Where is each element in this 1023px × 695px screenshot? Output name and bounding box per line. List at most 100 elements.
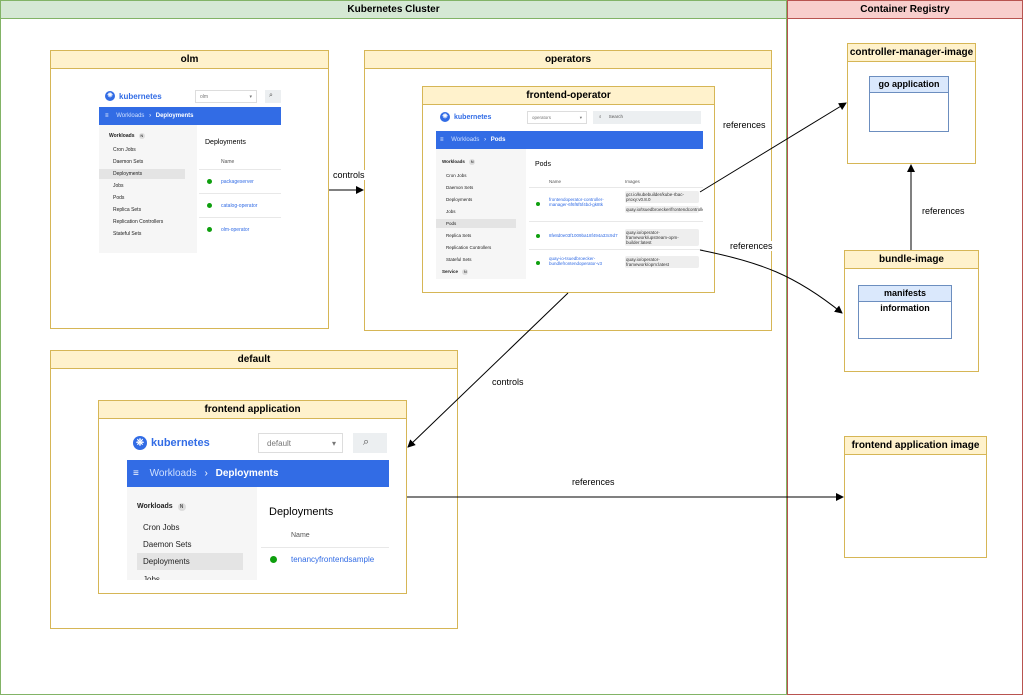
- main-panel: Pods Name Images frontendoperator-contro…: [529, 155, 703, 279]
- namespace-badge: N: [177, 503, 186, 511]
- image-chip: quay.io/tsuedbroecker/frontendcontroller…: [625, 206, 703, 213]
- frontend-application-screenshot: ⎈ kubernetes default ▾ ⌕ ≡ Workloads › D…: [127, 428, 389, 580]
- table-row: quay-io-tsuedbroecker-bundlefrontendoper…: [529, 249, 703, 276]
- nav-bar: ≡ Workloads › Pods: [436, 131, 703, 149]
- ref-frontend-label: references: [572, 477, 615, 487]
- sidebar-item-stateful-sets[interactable]: Stateful Sets: [113, 231, 142, 237]
- image-chip: quay.io/operator-framework/opm:latest: [625, 256, 699, 268]
- column-name: Name: [291, 532, 310, 539]
- frontend-application-image-title: frontend application image: [845, 437, 986, 455]
- sidebar-item-deployments[interactable]: Deployments: [99, 169, 185, 179]
- column-name: Name: [221, 159, 235, 165]
- nav-bar: ≡ Workloads › Deployments: [99, 107, 281, 125]
- ref-bundle-up-label: references: [922, 206, 965, 216]
- status-dot: [207, 227, 212, 232]
- sidebar-item-deployments[interactable]: Deployments: [446, 197, 473, 202]
- sidebar-item-jobs[interactable]: Jobs: [446, 209, 456, 214]
- sidebar-item-cron-jobs[interactable]: Cron Jobs: [446, 173, 467, 178]
- chevron-down-icon: ▾: [579, 115, 582, 120]
- kubernetes-wheel-icon: ⎈: [440, 112, 450, 122]
- search-icon[interactable]: ⌕: [353, 433, 387, 453]
- sidebar-header-service[interactable]: Service N: [436, 269, 526, 275]
- kubernetes-logo: ⎈ kubernetes: [105, 91, 162, 101]
- breadcrumb-workloads[interactable]: Workloads: [116, 113, 145, 119]
- sidebar-item-replica-sets[interactable]: Replica Sets: [446, 233, 472, 238]
- sidebar-item-pods[interactable]: Pods: [113, 195, 125, 201]
- kubernetes-wheel-icon: ⎈: [133, 436, 147, 450]
- row-link[interactable]: frontendoperator-controller-manager-6f6f…: [549, 197, 604, 207]
- manifests-information-box: manifests information: [858, 285, 952, 339]
- sidebar: Workloads N Cron Jobs Daemon Sets Deploy…: [127, 487, 257, 580]
- sidebar-item-deployments[interactable]: Deployments: [137, 553, 243, 570]
- menu-icon[interactable]: ≡: [105, 113, 109, 119]
- breadcrumb-workloads[interactable]: Workloads: [149, 468, 197, 479]
- row-link[interactable]: tenancyfrontendsample: [291, 555, 375, 564]
- status-dot: [270, 556, 277, 563]
- image-chip: quay.io/operator-framework/upstream-opm-…: [625, 229, 699, 246]
- namespace-badge: N: [462, 269, 469, 275]
- sidebar-header-workloads[interactable]: Workloads N: [127, 503, 257, 511]
- olm-controls-label: controls: [333, 170, 365, 180]
- table-row: 8fe8d0e03f1009ba18f494a33c9d7 quay.io/op…: [529, 221, 703, 250]
- status-dot: [207, 179, 212, 184]
- operators-title: operators: [365, 51, 771, 69]
- row-link[interactable]: catalog-operator: [221, 203, 258, 209]
- sidebar: Workloads N Cron Jobs Daemon Sets Deploy…: [436, 149, 526, 279]
- breadcrumb-separator-icon: ›: [149, 113, 152, 119]
- kubernetes-logo-text: kubernetes: [119, 91, 162, 101]
- status-dot: [536, 202, 540, 206]
- main-panel: Deployments Name packageserver catalog-o…: [199, 131, 281, 253]
- sidebar-item-replication-controllers[interactable]: Replication Controllers: [113, 219, 164, 225]
- frontend-application-title: frontend application: [99, 401, 406, 419]
- breadcrumb-workloads[interactable]: Workloads: [451, 137, 480, 143]
- namespace-select[interactable]: olm ▾: [195, 90, 257, 103]
- bundle-image-box: bundle-image manifests information: [844, 250, 979, 372]
- nav-bar: ≡ Workloads › Deployments: [127, 460, 389, 487]
- breadcrumb-deployments: Deployments: [215, 468, 279, 479]
- row-link[interactable]: 8fe8d0e03f1009ba18f494a33c9d7: [549, 233, 618, 238]
- menu-icon[interactable]: ≡: [440, 137, 444, 143]
- sidebar-item-daemon-sets[interactable]: Daemon Sets: [113, 159, 144, 165]
- manifests-information-title: manifests information: [859, 286, 951, 313]
- main-panel: Deployments Name tenancyfrontendsample: [261, 497, 389, 580]
- sidebar-item-replica-sets[interactable]: Replica Sets: [113, 207, 142, 213]
- main-title: Deployments: [269, 506, 334, 518]
- menu-icon[interactable]: ≡: [133, 468, 139, 479]
- breadcrumb-separator-icon: ›: [204, 468, 208, 479]
- breadcrumb-separator-icon: ›: [484, 137, 487, 143]
- container-registry-title: Container Registry: [788, 1, 1022, 19]
- sidebar-header-label: Workloads: [137, 503, 173, 510]
- namespace-select[interactable]: default ▾: [258, 433, 343, 453]
- sidebar-header-label: Workloads: [109, 133, 135, 139]
- controller-manager-image-box: controller-manager-image go application: [847, 43, 976, 164]
- olm-screenshot: ⎈ kubernetes olm ▾ ⌕ ≡ Workloads › Deplo…: [99, 87, 281, 253]
- sidebar-header-workloads[interactable]: Workloads N: [436, 159, 526, 165]
- image-chip: gcr.io/kubebuilder/kube-rbac-proxy:v0.8.…: [625, 191, 699, 203]
- sidebar-header-workloads[interactable]: Workloads N: [99, 133, 197, 139]
- row-link[interactable]: quay-io-tsuedbroecker-bundlefrontendoper…: [549, 256, 603, 266]
- sidebar-item-cron-jobs[interactable]: Cron Jobs: [113, 147, 136, 153]
- row-link[interactable]: packageserver: [221, 179, 254, 185]
- bundle-image-title: bundle-image: [845, 251, 978, 269]
- search-icon[interactable]: ⌕: [265, 90, 281, 103]
- sidebar-item-replication-controllers[interactable]: Replication Controllers: [446, 245, 492, 250]
- namespace-select[interactable]: operators ▾: [527, 111, 587, 124]
- controller-manager-image-title: controller-manager-image: [848, 44, 975, 62]
- default-title: default: [51, 351, 457, 369]
- sidebar-item-stateful-sets[interactable]: Stateful Sets: [446, 257, 472, 262]
- frontend-operator-title: frontend-operator: [423, 87, 714, 105]
- kubernetes-wheel-icon: ⎈: [105, 91, 115, 101]
- sidebar-item-jobs[interactable]: Jobs: [143, 575, 160, 580]
- sidebar-item-cron-jobs[interactable]: Cron Jobs: [143, 523, 180, 532]
- sidebar-item-daemon-sets[interactable]: Daemon Sets: [446, 185, 474, 190]
- table-row: catalog-operator: [199, 193, 281, 218]
- row-link[interactable]: olm-operator: [221, 227, 250, 233]
- search-input[interactable]: ⌕ Search: [593, 111, 701, 124]
- sidebar-item-daemon-sets[interactable]: Daemon Sets: [143, 540, 192, 549]
- sidebar-item-jobs[interactable]: Jobs: [113, 183, 124, 189]
- table-row: frontendoperator-controller-manager-6f6f…: [529, 187, 703, 222]
- search-placeholder: Search: [608, 114, 624, 119]
- sidebar-item-pods[interactable]: Pods: [436, 219, 516, 228]
- table-row: tenancyfrontendsample: [261, 547, 389, 570]
- olm-title: olm: [51, 51, 328, 69]
